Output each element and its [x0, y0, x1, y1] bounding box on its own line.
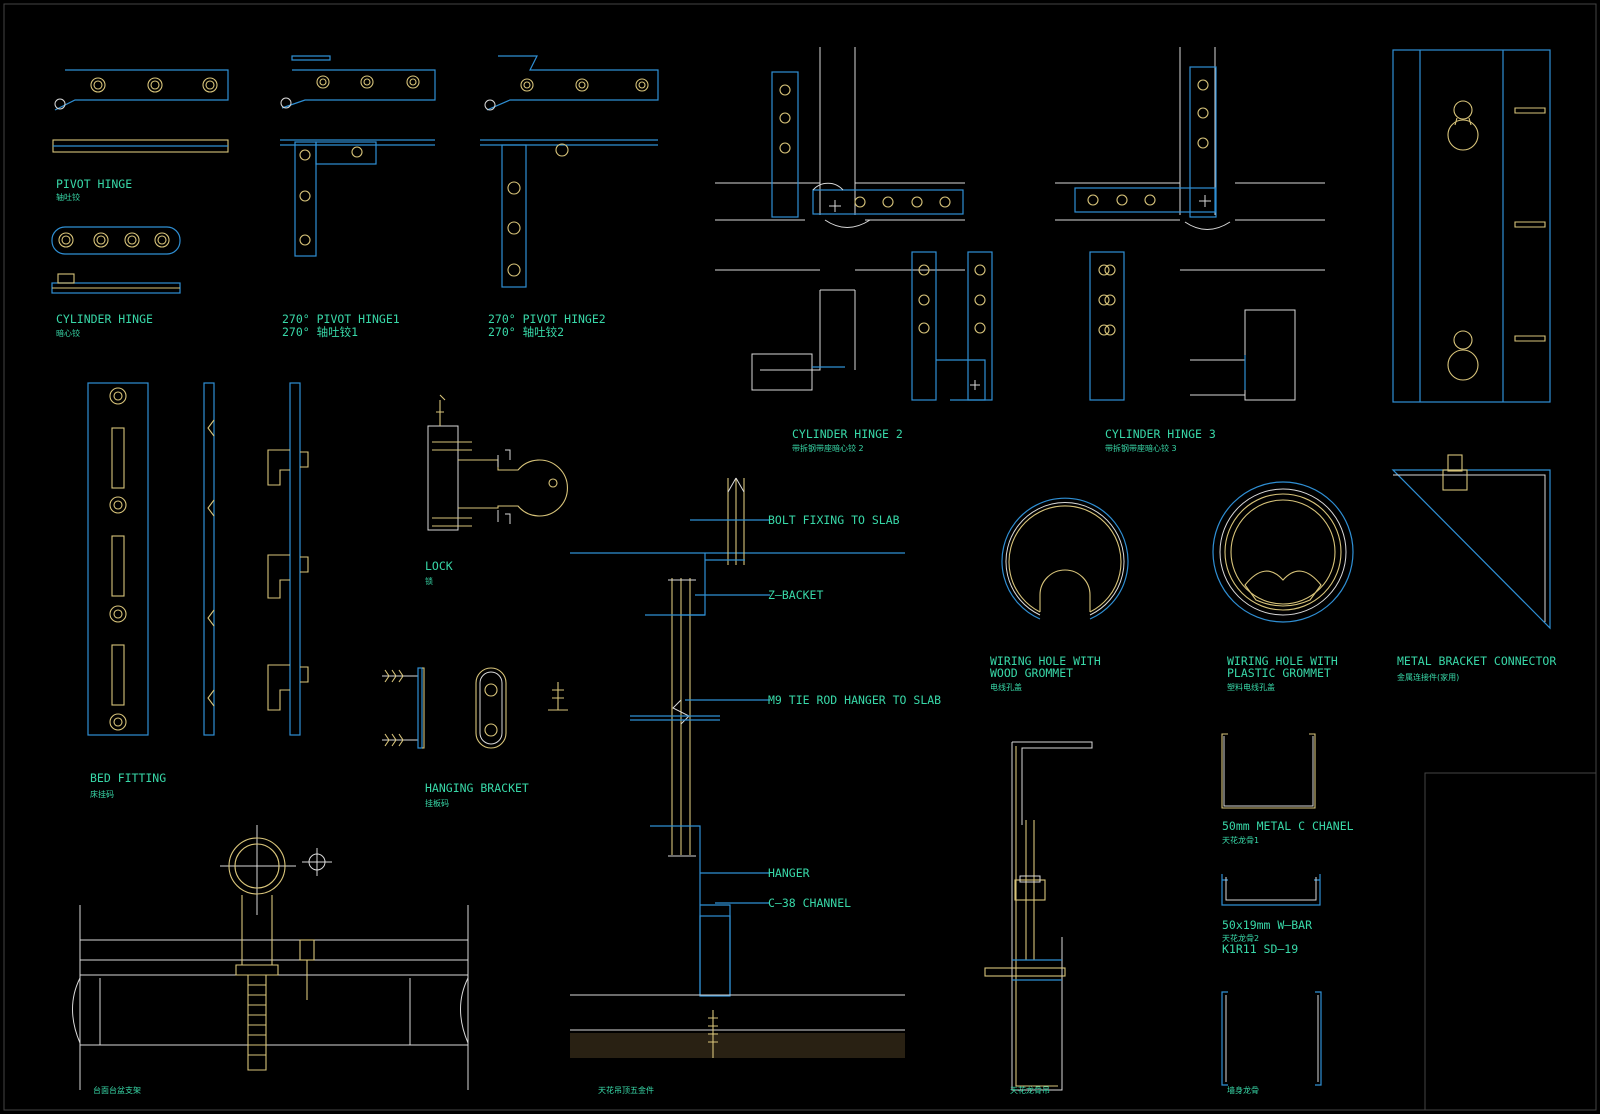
cylinder-hinge-2-sublabel: 带拆钢带座暗心铰 2: [792, 443, 864, 453]
bolt-fixing-label: BOLT FIXING TO SLAB: [768, 513, 900, 527]
plastic-grommet-label-2: PLASTIC GROMMET: [1227, 666, 1331, 680]
bed-fitting-label: BED FITTING: [90, 771, 166, 785]
bottom-label-3: 天花龙骨吊: [1010, 1085, 1050, 1095]
metal-bracket-drawing: [1391, 454, 1551, 630]
plastic-grommet-sublabel: 塑料电线孔盖: [1227, 682, 1275, 692]
hanging-bracket-drawing: [382, 667, 568, 749]
connector-plate-drawing: [1392, 49, 1551, 403]
cylinder-hinge-2-drawing: [715, 47, 993, 401]
drawing-frame: [3, 3, 1597, 1111]
metal-bracket-sublabel: 金属连接件(家用): [1397, 672, 1459, 682]
bed-fitting-drawing: [87, 382, 309, 736]
bottom-label-2: 天花吊顶五金件: [598, 1085, 654, 1095]
hanging-bracket-sublabel: 挂板码: [425, 798, 449, 808]
plastic-grommet-drawing: [1212, 481, 1354, 623]
pivot-270-2-drawing: [480, 55, 659, 288]
basin-support-drawing: [72, 825, 469, 1090]
c-chanel-sublabel: 天花龙骨1: [1222, 835, 1259, 845]
bottom-label-1: 台面台盆支架: [93, 1085, 141, 1095]
c38-channel-label: C—38 CHANNEL: [768, 896, 851, 910]
pivot-hinge-drawing: [52, 69, 229, 153]
cylinder-hinge-drawing: [51, 226, 181, 294]
metal-bracket-label: METAL BRACKET CONNECTOR: [1397, 654, 1556, 668]
hanger-label: HANGER: [768, 866, 810, 880]
wood-grommet-sublabel: 电线孔盖: [990, 682, 1022, 692]
wood-grommet-drawing: [1001, 497, 1129, 620]
pivot-270-1-sublabel: 270° 轴吐铰1: [282, 325, 358, 339]
wall-stud-drawing: [1221, 991, 1322, 1086]
wood-grommet-label-2: WOOD GROMMET: [990, 666, 1073, 680]
lock-drawing: [427, 394, 568, 531]
w-bar-code-label: K1R11 SD—19: [1222, 942, 1298, 956]
z-backet-label: Z—BACKET: [768, 588, 823, 602]
wood-grommet-label-1: WIRING HOLE WITH: [990, 654, 1101, 668]
lock-label: LOCK: [425, 559, 453, 573]
c-chanel-label: 50mm METAL C CHANEL: [1222, 819, 1354, 833]
pivot-270-2-sublabel: 270° 轴吐铰2: [488, 325, 564, 339]
pivot-270-1-drawing: [280, 55, 436, 257]
pivot-hinge-sublabel: 轴吐铰: [56, 192, 80, 202]
c-chanel-drawing: [1221, 733, 1316, 809]
ceiling-hanger-drawing: [570, 477, 905, 1058]
cylinder-hinge-label: CYLINDER HINGE: [56, 312, 153, 326]
cylinder-hinge-2-label: CYLINDER HINGE 2: [792, 427, 903, 441]
pivot-270-1-label: 270° PIVOT HINGE1: [282, 312, 400, 326]
cylinder-hinge-3-label: CYLINDER HINGE 3: [1105, 427, 1216, 441]
pivot-hinge-label: PIVOT HINGE: [56, 177, 132, 191]
w-bar-label: 50x19mm W—BAR: [1222, 918, 1312, 932]
plastic-grommet-label-1: WIRING HOLE WITH: [1227, 654, 1338, 668]
hanging-bracket-label: HANGING BRACKET: [425, 781, 529, 795]
bottom-label-4: 墙身龙骨: [1227, 1085, 1259, 1095]
ceiling-rod-drawing: [984, 741, 1093, 1091]
cylinder-hinge-sublabel: 暗心铰: [56, 328, 80, 338]
w-bar-sublabel: 天花龙骨2: [1222, 933, 1259, 943]
pivot-270-2-label: 270° PIVOT HINGE2: [488, 312, 606, 326]
lock-sublabel: 锁: [425, 576, 433, 586]
title-block-frame: [1424, 772, 1596, 1110]
tie-rod-label: M9 TIE ROD HANGER TO SLAB: [768, 693, 941, 707]
w-bar-drawing: [1221, 874, 1321, 906]
bed-fitting-sublabel: 床挂码: [90, 789, 114, 799]
cylinder-hinge-3-sublabel: 带拆钢带座暗心铰 3: [1105, 443, 1177, 453]
cylinder-hinge-3-drawing: [1055, 47, 1325, 401]
